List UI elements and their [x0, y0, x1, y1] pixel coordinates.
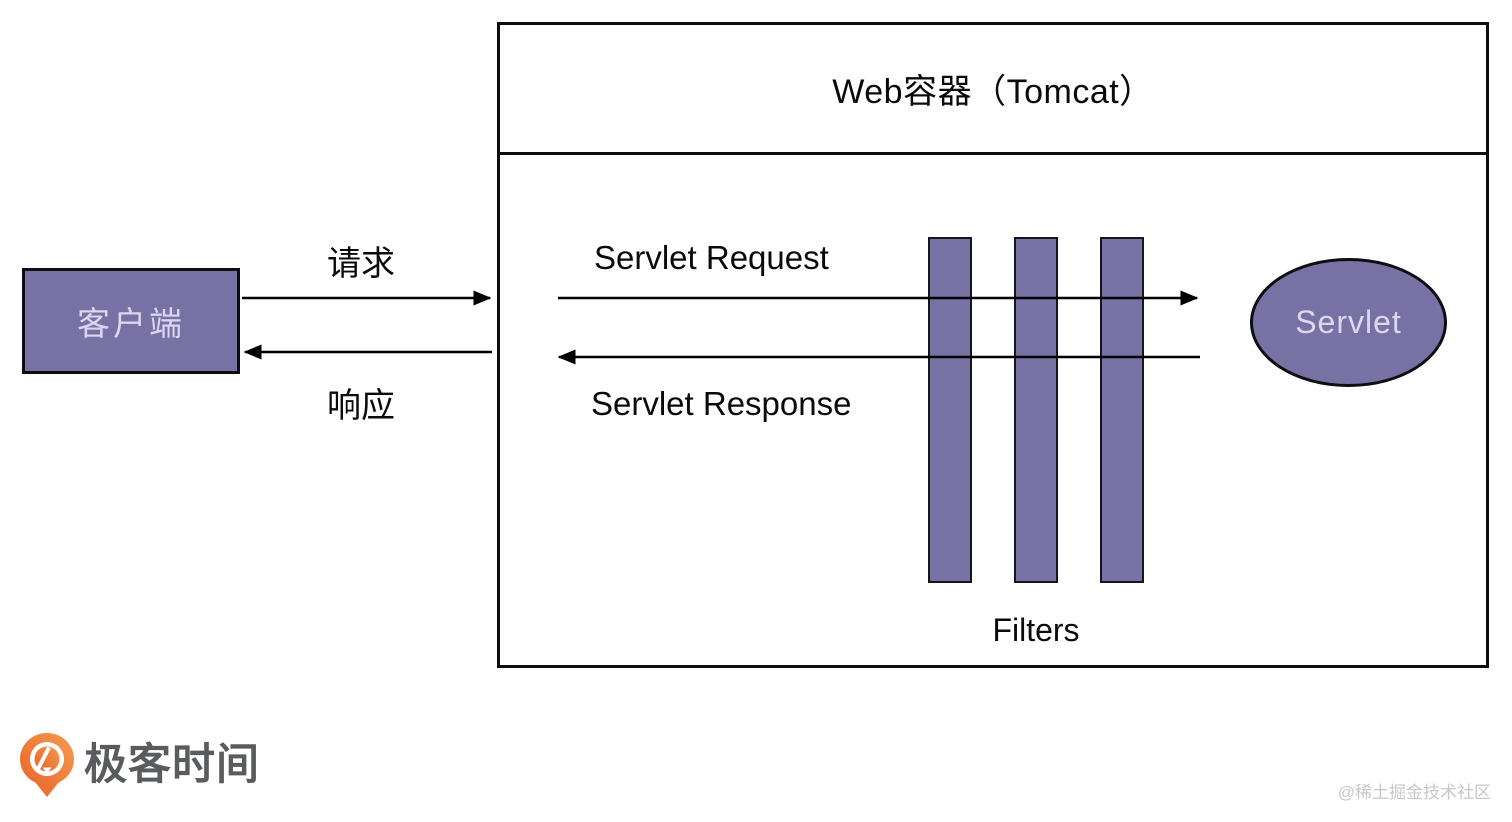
filter-bar: [1014, 237, 1058, 583]
servlet-node: Servlet: [1250, 258, 1447, 387]
client-box-label: 客户端: [77, 305, 185, 342]
servlet-node-label: Servlet: [1295, 304, 1402, 340]
servlet-request-label: Servlet Request: [594, 239, 829, 276]
client-box: 客户端: [22, 268, 240, 374]
response-flow-label: 响应: [327, 387, 395, 425]
geektime-logo-icon: [20, 733, 74, 797]
filter-bar: [1100, 237, 1144, 583]
web-container-header: Web容器（Tomcat）: [500, 25, 1486, 155]
geektime-logo: 极客时间: [20, 733, 260, 797]
filters-label: Filters: [992, 612, 1080, 648]
watermark-text: @稀土掘金技术社区: [1337, 783, 1491, 802]
web-container-title: Web容器（Tomcat）: [832, 73, 1154, 111]
servlet-response-label: Servlet Response: [591, 385, 852, 422]
request-flow-label: 请求: [327, 245, 395, 283]
geektime-logo-text: 极客时间: [84, 741, 260, 789]
inner-mark: [35, 746, 51, 771]
inner-notch: [42, 767, 52, 774]
filter-bar: [928, 237, 972, 583]
